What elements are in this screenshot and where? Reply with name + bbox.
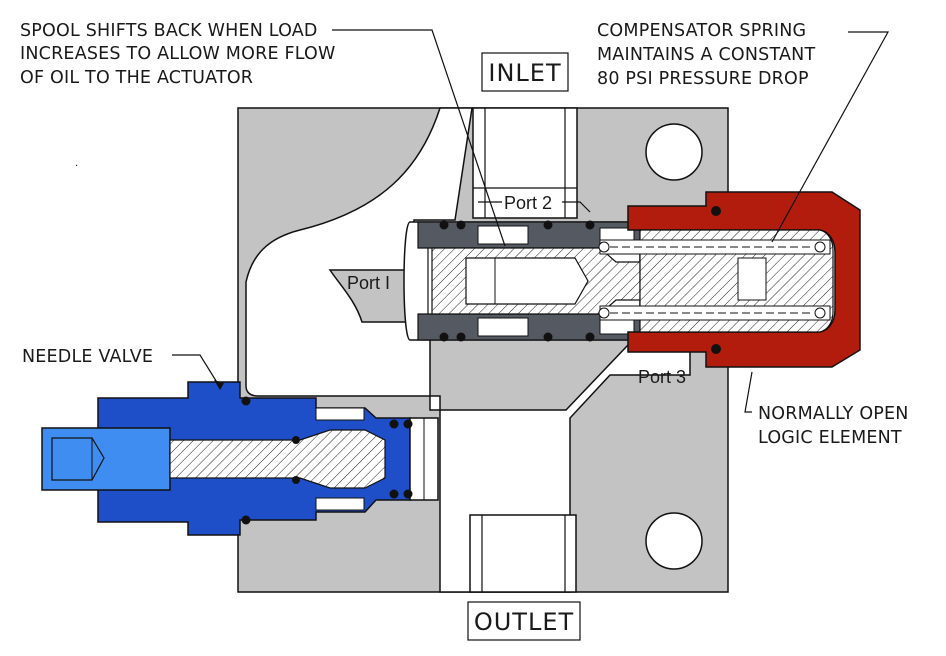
o-rings-logic — [439, 220, 595, 342]
inlet-box — [481, 52, 569, 92]
outlet-label: OUTLET — [474, 608, 574, 636]
outlet-passage — [469, 514, 577, 593]
spring-leader — [771, 31, 890, 243]
logic-element-cartridge — [403, 220, 641, 342]
port2-label: Port 2 — [504, 193, 552, 213]
spool-note-line1: SPOOL SHIFTS BACK WHEN LOAD — [20, 21, 318, 41]
port2-leader — [478, 201, 591, 213]
spool-leader — [332, 29, 506, 247]
outlet-box — [467, 601, 581, 641]
mounting-hole-top — [645, 123, 703, 181]
needle-valve — [41, 381, 439, 536]
needle-stem — [169, 429, 386, 489]
spring-note-line2: MAINTAINS A CONSTANT — [597, 45, 815, 65]
inlet-passage — [472, 107, 578, 219]
spool-note-line2: INCREASES TO ALLOW MORE FLOW — [20, 44, 336, 64]
inlet-label: INLET — [488, 59, 561, 87]
port1-label: Port I — [347, 273, 390, 293]
logic-element-label: NORMALLY OPEN LOGIC ELEMENT — [758, 404, 914, 448]
compensator-spring — [598, 241, 826, 319]
needle-leader — [172, 354, 219, 385]
spring-note: COMPENSATOR SPRING MAINTAINS A CONSTANT … — [597, 21, 821, 89]
needle-arrow — [214, 380, 224, 390]
leader-lines — [172, 29, 890, 413]
mounting-hole-bottom — [645, 512, 703, 570]
spring-note-line1: COMPENSATOR SPRING — [597, 21, 806, 41]
logic-leader — [744, 371, 753, 413]
needle-valve-label: NEEDLE VALVE — [22, 347, 153, 367]
spool-note: SPOOL SHIFTS BACK WHEN LOAD INCREASES TO… — [20, 21, 341, 88]
spring-note-line3: 80 PSI PRESSURE DROP — [597, 69, 809, 89]
o-rings-needle — [241, 396, 413, 525]
logic-element-line1: NORMALLY OPEN — [758, 404, 909, 424]
logic-element-line2: LOGIC ELEMENT — [758, 428, 902, 448]
port3-label: Port 3 — [638, 367, 686, 387]
stray-mark: . — [75, 158, 78, 169]
port1-cavity — [245, 107, 691, 593]
spool-note-line3: OF OIL TO THE ACTUATOR — [20, 68, 253, 88]
compensator-cap — [598, 191, 861, 368]
